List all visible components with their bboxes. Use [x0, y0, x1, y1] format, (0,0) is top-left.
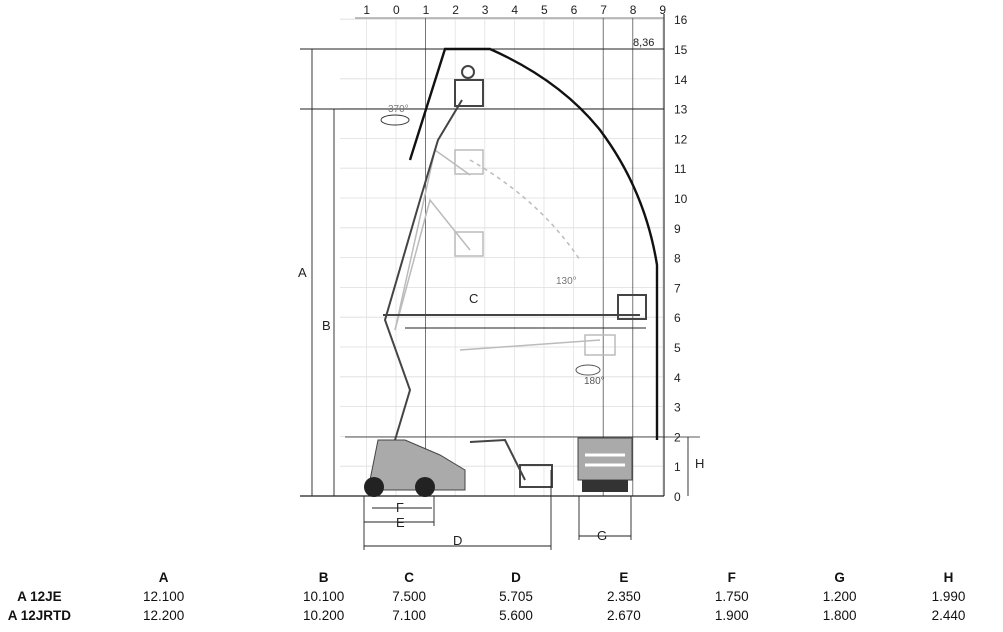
model-name: A 12JE: [17, 589, 62, 604]
cell: 7.100: [392, 608, 426, 623]
col-header: D: [511, 570, 521, 585]
x-tick-label: 0: [393, 3, 400, 17]
dimension-lines: [311, 49, 689, 550]
y-tick-label: 7: [674, 281, 681, 295]
x-tick-label: 9: [659, 3, 666, 17]
col-header: C: [404, 570, 414, 585]
wheel-front: [415, 477, 435, 497]
x-tick-label: 5: [541, 3, 548, 17]
cell: 10.200: [302, 608, 345, 623]
cell: 2.670: [606, 608, 641, 623]
y-tick-label: 5: [674, 341, 681, 355]
machine-side-view: [364, 439, 466, 497]
basket-rotation-arrow-icon: [575, 364, 601, 376]
cell: 1.800: [822, 608, 857, 623]
dim-label-c: C: [469, 291, 478, 306]
y-tick-label: 10: [674, 192, 688, 206]
rotation-arrow-icon: [380, 114, 410, 126]
working-envelope-curve: [408, 47, 659, 440]
y-tick-label: 9: [674, 222, 681, 236]
y-tick-label: 8: [674, 252, 681, 266]
x-tick-label: 4: [511, 3, 518, 17]
model-name: A 12JRTD: [7, 608, 72, 623]
col-header: H: [943, 570, 954, 585]
x-tick-label: 8: [630, 3, 637, 17]
ghost-boom-positions: [394, 148, 616, 356]
dim-label-b: B: [322, 318, 331, 333]
cell: 1.900: [714, 608, 749, 623]
dim-label-g: G: [597, 528, 607, 543]
col-header: B: [318, 570, 329, 585]
y-tick-label: 16: [674, 13, 688, 27]
x-tick-label: 1: [423, 3, 430, 17]
wheel-rear: [364, 477, 384, 497]
y-tick-label: 11: [674, 162, 687, 176]
col-header: G: [834, 570, 845, 585]
y-tick-label: 13: [674, 103, 688, 117]
table-row: A 12JE 12.100 10.100 7.500 5.705 2.350 1…: [0, 587, 1003, 606]
y-tick-label: 14: [674, 73, 688, 87]
table-row: A 12JRTD 12.200 10.200 7.100 5.600 2.670…: [0, 606, 1003, 625]
turret-rotation-label: 370°: [388, 104, 409, 115]
dim-label-e: E: [396, 515, 405, 530]
y-tick-label: 4: [674, 371, 681, 385]
machine-rear-view: [577, 437, 633, 492]
col-header: E: [619, 570, 629, 585]
cell: 5.600: [499, 608, 533, 623]
boom-arm: [383, 65, 647, 488]
y-tick-label: 1: [674, 460, 681, 474]
cell: 1.200: [822, 589, 857, 604]
table-header-row: A B C D E F G H: [0, 568, 1003, 587]
col-header: F: [727, 570, 736, 585]
y-tick-label: 15: [674, 43, 688, 57]
cell: 12.100: [142, 589, 185, 604]
y-tick-label: 3: [674, 401, 681, 415]
x-tick-label: 6: [571, 3, 578, 17]
basket-rotation-label: 180°: [584, 376, 605, 387]
dimensions-table: A B C D E F G H A 12JE 12.100 10.100 7.5…: [0, 568, 1003, 625]
cell: 12.200: [142, 608, 185, 623]
cell: 1.990: [931, 589, 966, 604]
x-tick-label: 1: [363, 3, 370, 17]
cell: 1.750: [714, 589, 749, 604]
dim-label-a: A: [298, 265, 307, 280]
x-tick-label: 7: [600, 3, 607, 17]
cell: 2.350: [606, 589, 641, 604]
dim-label-h: H: [695, 456, 704, 471]
x-axis-ticks: 1 0 1 2 3 4 5 6 7 8 9: [363, 3, 666, 17]
cell: 5.705: [499, 589, 533, 604]
y-tick-label: 12: [674, 132, 688, 146]
x-tick-label: 2: [452, 3, 459, 17]
jib-rotation-label: 130°: [556, 276, 577, 287]
cell: 2.440: [931, 608, 966, 623]
col-header: A: [158, 570, 169, 585]
grid: [340, 18, 664, 497]
x-tick-label: 3: [482, 3, 489, 17]
cell: 10.100: [302, 589, 345, 604]
y-tick-label: 0: [674, 490, 681, 504]
y-tick-label: 6: [674, 311, 681, 325]
dim-label-d: D: [453, 533, 462, 548]
max-outreach-label: 8,36: [633, 37, 654, 49]
dim-label-f: F: [396, 500, 404, 515]
cell: 7.500: [392, 589, 426, 604]
